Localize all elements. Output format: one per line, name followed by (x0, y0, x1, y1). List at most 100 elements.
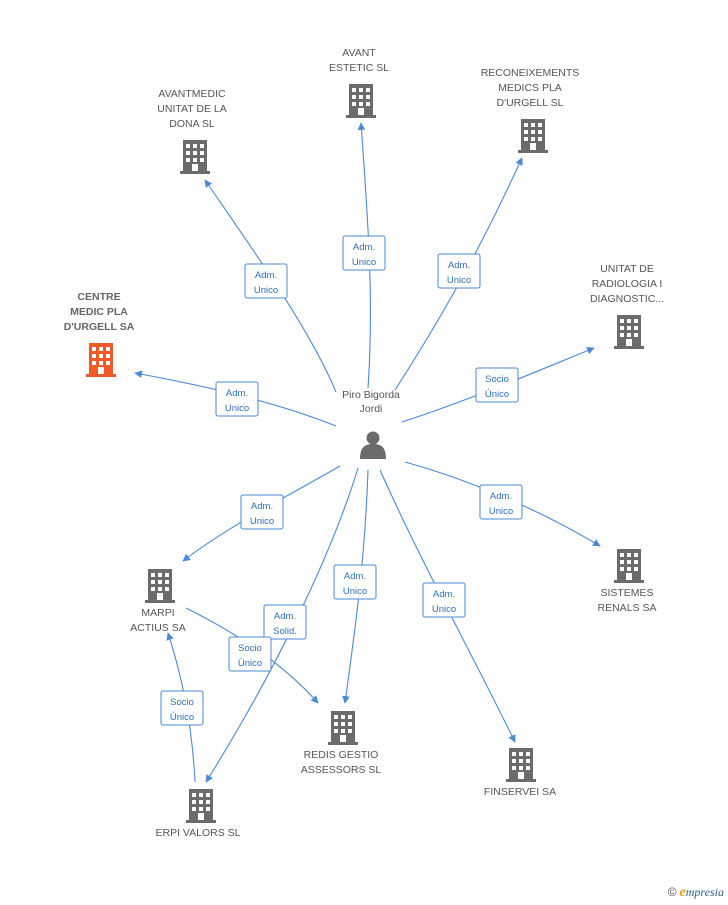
company-name-line: ERPI VALORS SL (155, 827, 240, 839)
building-icon (506, 748, 536, 782)
relation-label-box (244, 263, 288, 299)
person-name-line: Jordi (360, 403, 383, 415)
company-node-erpi[interactable]: ERPI VALORS SL (155, 789, 241, 839)
company-name-line: RADIOLOGIA I (592, 278, 663, 290)
relation-label-line: Adm. (226, 388, 248, 399)
relation-label-line: Único (170, 712, 194, 723)
company-name-line: DIAGNOSTIC... (590, 293, 664, 305)
relation-label-line: Adm. (255, 270, 277, 281)
relation-label-line: Unico (489, 506, 513, 517)
copyright-symbol: © (667, 885, 677, 899)
company-name-line: ESTETIC SL (329, 62, 389, 74)
relation-label-line: Único (238, 658, 262, 669)
edge-person-to-redis: Adm. Unico (333, 469, 377, 704)
relation-label-box (422, 582, 466, 618)
company-name-line: ASSESSORS SL (301, 764, 382, 776)
relation-label-box (263, 604, 307, 640)
company-name-line: REDIS GESTIO (304, 749, 379, 761)
building-icon (186, 789, 216, 823)
relation-label-line: Unico (225, 403, 249, 414)
relation-label-line: Socio (485, 374, 509, 385)
relation-label-line: Unico (432, 604, 456, 615)
relation-label[interactable]: Adm. Unico (342, 235, 386, 271)
company-name-line: MARPI (141, 607, 174, 619)
relation-label-line: Adm. (448, 260, 470, 271)
person-icon (360, 431, 386, 459)
company-node-avantmedic[interactable]: AVANTMEDIC UNITAT DE LA DONA SL (157, 88, 227, 174)
relation-label[interactable]: Adm.Unico (240, 494, 284, 530)
company-name-line: FINSERVEI SA (484, 786, 556, 798)
edge-person-to-reconeixements: Adm.Unico (394, 157, 523, 391)
edge-person-to-marpi: Adm.Unico (182, 465, 341, 562)
relation-label-line: Unico (254, 285, 278, 296)
building-icon (145, 569, 175, 603)
company-name-line: RENALS SA (598, 602, 657, 614)
edge-person-to-erpi: Adm. Solid. (205, 467, 359, 783)
relation-label-line: Adm. (490, 491, 512, 502)
relation-label-box (475, 367, 519, 403)
relation-label[interactable]: Adm. Unico (422, 582, 466, 618)
relation-label-line: Unico (352, 257, 376, 268)
company-name-line: DONA SL (169, 118, 215, 130)
company-name-line: AVANTMEDIC (158, 88, 226, 100)
brand-logo-initial: e (679, 885, 686, 900)
relation-label-line: Único (485, 389, 509, 400)
company-name-line: D'URGELL SL (497, 97, 564, 109)
relation-label-line: Adm. (344, 571, 366, 582)
relation-label[interactable]: Adm. Solid. (263, 604, 307, 640)
building-icon (180, 140, 210, 174)
company-name-line: MEDICS PLA (498, 82, 562, 94)
relation-label-line: Adm. (274, 611, 296, 622)
relation-label[interactable]: Adm. Unico (215, 381, 259, 417)
building-icon (328, 711, 358, 745)
relation-label-box (437, 253, 481, 289)
relation-label[interactable]: Adm. Unico (333, 564, 377, 600)
relation-label[interactable]: Adm. Unico (479, 484, 523, 520)
relation-label-box (215, 381, 259, 417)
person-name-line: Piro Bigorda (342, 389, 400, 401)
relation-label-box (240, 494, 284, 530)
building-icon (518, 119, 548, 153)
company-name-line: UNITAT DE LA (157, 103, 226, 115)
edge-person-to-avant-estetic: Adm. Unico (342, 122, 386, 389)
relation-label-line: Adm. (433, 589, 455, 600)
company-node-finservei[interactable]: FINSERVEI SA (484, 748, 556, 798)
company-node-redis[interactable]: REDIS GESTIO ASSESSORS SL (301, 711, 382, 776)
building-icon (614, 315, 644, 349)
relation-label-line: Unico (250, 516, 274, 527)
relation-label[interactable]: Adm. Unico (244, 263, 288, 299)
relation-label-box (228, 636, 272, 672)
edge-person-to-sistemes-renals: Adm. Unico (404, 461, 601, 547)
building-icon (86, 343, 116, 377)
company-name-line: UNITAT DE (600, 263, 654, 275)
relation-label-line: Adm. (353, 242, 375, 253)
relation-label-box (342, 235, 386, 271)
relation-label-line: Socio (238, 643, 262, 654)
edge-person-to-avantmedic: Adm. Unico (204, 179, 337, 393)
relation-label-line: Unico (343, 586, 367, 597)
relation-label-box (479, 484, 523, 520)
copyright-credit[interactable]: ©empresia (668, 885, 724, 901)
relation-label-line: Solid. (273, 626, 297, 637)
relation-label-box (160, 690, 204, 726)
edge-person-to-finservei: Adm. Unico (379, 469, 516, 743)
relation-label-line: Socio (170, 697, 194, 708)
company-name-line: CENTRE (77, 291, 120, 303)
company-node-unitat-radiologia[interactable]: UNITAT DE RADIOLOGIA I DIAGNOSTIC... (590, 263, 664, 349)
relation-label[interactable]: Adm.Unico (437, 253, 481, 289)
edge-person-to-centre-medic: Adm. Unico (134, 370, 337, 427)
